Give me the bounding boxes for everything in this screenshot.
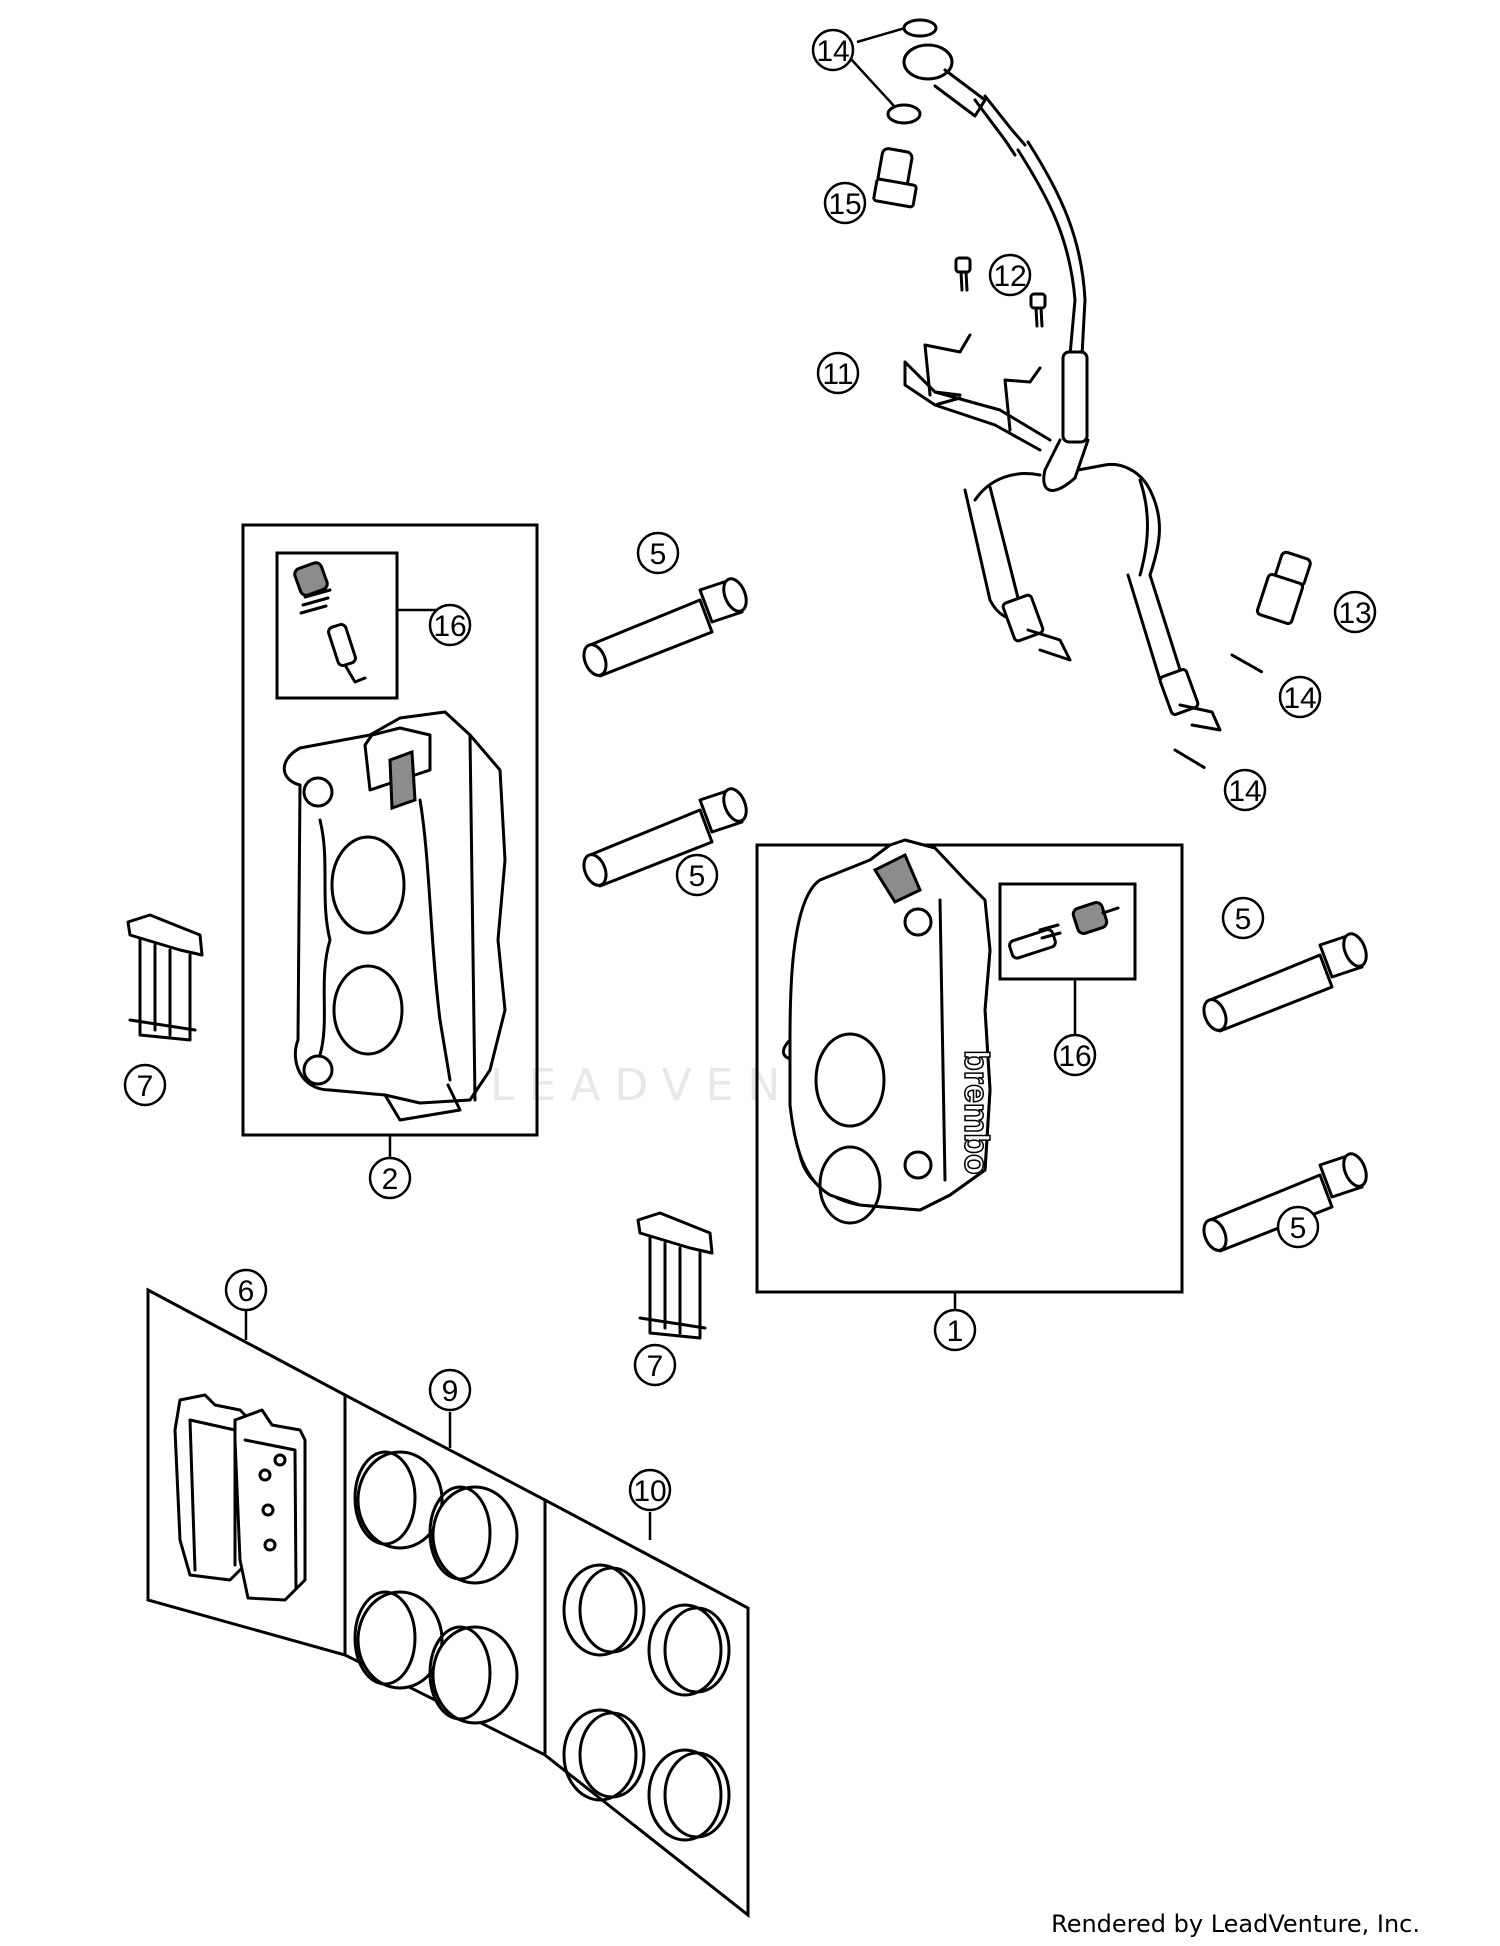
caliper-1-box [755, 843, 1184, 1294]
svg-text:1: 1 [947, 1315, 964, 1348]
svg-text:11: 11 [822, 358, 853, 391]
caliper-2 [282, 710, 507, 1122]
svg-text:2: 2 [382, 1163, 399, 1196]
bleeder-kit-box-right [998, 882, 1137, 981]
pad-spring-left [126, 913, 204, 1042]
brand-logo: brembo [957, 1050, 995, 1175]
panel-10 [543, 1497, 750, 1919]
screws [954, 256, 1047, 328]
svg-text:14: 14 [816, 35, 849, 68]
pins [582, 577, 1368, 1253]
brake-line [886, 18, 1264, 770]
callout-7a: 7 [123, 1063, 167, 1107]
kit-panels [146, 1287, 750, 1919]
pistons [353, 1450, 519, 1725]
callout-9: 9 [428, 1368, 472, 1412]
callout-6: 6 [224, 1268, 268, 1312]
banjo-bolt [872, 147, 918, 209]
callouts: 1 2 5 5 5 5 6 7 7 9 10 11 12 13 14 14 14… [123, 28, 1377, 1512]
bleeder-kit-left [293, 561, 367, 684]
union-fitting [1255, 550, 1312, 625]
callout-12: 12 [988, 253, 1032, 297]
callout-5b: 5 [675, 853, 719, 897]
svg-text:7: 7 [137, 1070, 154, 1103]
caliper-1: brembo [782, 838, 996, 1225]
callout-14c: 14 [1223, 768, 1267, 812]
svg-text:5: 5 [650, 538, 667, 571]
svg-text:6: 6 [238, 1275, 255, 1308]
render-credit: Rendered by LeadVenture, Inc. [1051, 1910, 1420, 1938]
svg-text:10: 10 [633, 1475, 666, 1508]
leader-lines [244, 26, 1077, 1540]
pad-spring-right [636, 1211, 714, 1340]
callout-10: 10 [628, 1468, 672, 1512]
bleeder-kit-right [1008, 901, 1120, 960]
svg-text:5: 5 [1235, 903, 1252, 936]
svg-text:13: 13 [1338, 597, 1371, 630]
svg-text:14: 14 [1228, 775, 1261, 808]
callout-5a: 5 [636, 531, 680, 575]
callout-11: 11 [816, 351, 860, 395]
callout-16b: 16 [1053, 1033, 1097, 1077]
brake-pads [173, 1393, 307, 1602]
svg-text:5: 5 [1290, 1212, 1307, 1245]
svg-text:5: 5 [689, 860, 706, 893]
callout-13: 13 [1333, 590, 1377, 634]
callout-15: 15 [823, 181, 867, 225]
svg-text:9: 9 [442, 1375, 459, 1408]
svg-text:14: 14 [1283, 682, 1316, 715]
callout-2: 2 [368, 1156, 412, 1200]
callout-16a: 16 [428, 603, 472, 647]
callout-5c: 5 [1221, 896, 1265, 940]
svg-text:15: 15 [828, 188, 861, 221]
bleeder-kit-box-left [275, 551, 399, 700]
svg-text:12: 12 [993, 260, 1026, 293]
callout-1: 1 [933, 1308, 977, 1352]
svg-text:16: 16 [1058, 1040, 1091, 1073]
svg-text:16: 16 [433, 610, 466, 643]
callout-14a: 14 [811, 28, 855, 72]
hose-bracket [903, 333, 1052, 452]
callout-5d: 5 [1276, 1205, 1320, 1249]
seals [562, 1563, 731, 1842]
svg-text:7: 7 [647, 1350, 664, 1383]
callout-7b: 7 [633, 1343, 677, 1387]
callout-14b: 14 [1278, 675, 1322, 719]
